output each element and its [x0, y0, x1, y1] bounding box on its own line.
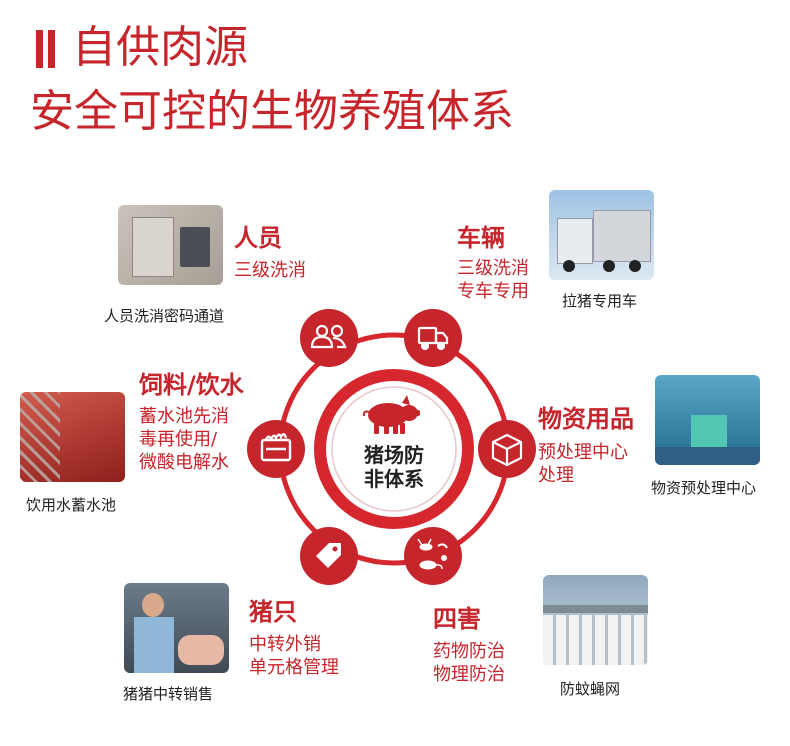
pests-desc-1: 药物防治: [433, 641, 505, 662]
materials-title: 物资用品: [538, 405, 634, 433]
feed-desc-2: 毒再使用/: [139, 429, 218, 450]
node-vehicle: [404, 309, 462, 367]
materials-desc-1: 预处理中心: [538, 442, 628, 463]
center-label: 猪场防 非体系: [344, 443, 444, 491]
title-accent-bar-2: [48, 30, 55, 68]
tag-icon: [316, 543, 341, 568]
personnel-title: 人员: [234, 224, 282, 252]
vehicle-desc-2: 专车专用: [457, 281, 529, 302]
pests-icon: [417, 538, 448, 570]
photo-pig-truck: [549, 190, 654, 280]
personnel-caption: 人员洗消密码通道: [104, 307, 225, 325]
pigs-desc-2: 单元格管理: [249, 657, 339, 678]
page-subtitle: 安全可控的生物养殖体系: [30, 86, 514, 137]
pests-desc-2: 物理防治: [433, 664, 505, 685]
feed-caption: 饮用水蓄水池: [26, 496, 117, 514]
people-icon: [310, 324, 347, 349]
vehicle-title: 车辆: [457, 224, 505, 252]
node-pests: [404, 527, 462, 585]
feed-title: 饲料/饮水: [139, 371, 244, 399]
photo-materials-center: [655, 375, 760, 465]
feed-desc-3: 微酸电解水: [139, 452, 229, 473]
box-icon: [491, 433, 523, 467]
pests-title: 四害: [433, 605, 481, 633]
personnel-desc: 三级洗消: [234, 260, 306, 281]
photo-water-reservoir: [20, 392, 125, 482]
truck-icon: [417, 326, 449, 351]
vehicle-desc-1: 三级洗消: [457, 258, 529, 279]
feed-desc-1: 蓄水池先消: [139, 406, 229, 427]
vehicle-caption: 拉猪专用车: [562, 292, 638, 310]
center-circle-inner: [331, 386, 457, 512]
photo-pig-transfer: [124, 583, 229, 673]
photo-insect-net: [543, 575, 648, 665]
page-title: 自供肉源: [72, 22, 248, 73]
title-accent-bar-1: [36, 30, 43, 68]
pigs-desc-1: 中转外销: [249, 634, 321, 655]
materials-desc-2: 处理: [538, 465, 574, 486]
center-label-line1: 猪场防: [364, 443, 424, 467]
pig-icon: [362, 395, 420, 434]
pigs-caption: 猪猪中转销售: [123, 685, 214, 703]
materials-caption: 物资预处理中心: [651, 479, 757, 497]
pigs-title: 猪只: [249, 598, 297, 626]
feed-trough-icon: [260, 433, 292, 462]
pests-caption: 防蚊蝇网: [560, 680, 621, 698]
photo-personnel-passage: [118, 205, 223, 285]
center-label-line2: 非体系: [364, 467, 424, 491]
